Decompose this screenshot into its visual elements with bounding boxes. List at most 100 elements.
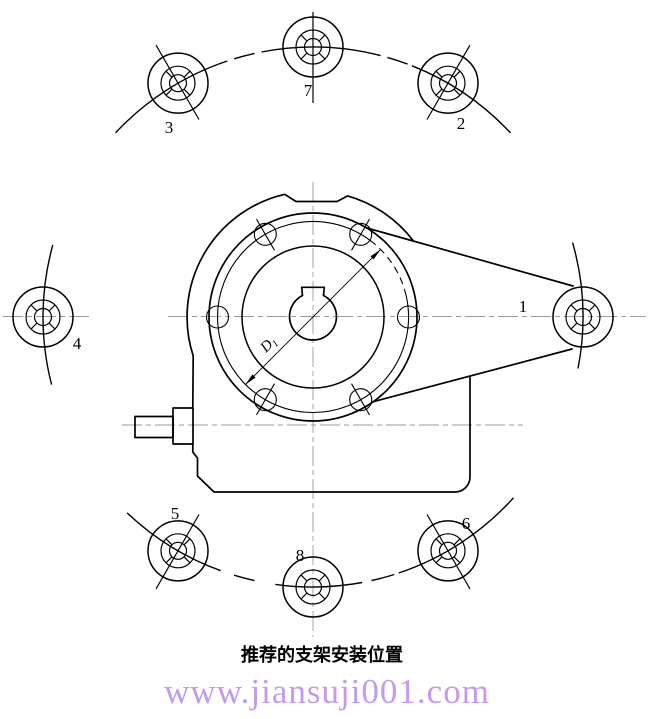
position-spoke [435, 88, 443, 96]
flange-face [205, 212, 421, 422]
dimension-arrow-upper [370, 249, 381, 260]
position-outer-circle [552, 286, 614, 348]
arc-through-position-3 [114, 60, 228, 134]
position-spoke [435, 70, 443, 78]
position-hub-circle [168, 541, 188, 560]
bolt-hole-left [205, 305, 230, 329]
position-spoke [48, 322, 56, 330]
position-spoke [183, 88, 191, 96]
arc-dash-5-8 [233, 574, 255, 582]
bolt-hole-bottom-right [349, 388, 373, 412]
dimension-arrow-lower [245, 374, 256, 385]
position-label-4: 4 [73, 334, 82, 353]
centerlines [3, 12, 646, 637]
arc-dash-7-3 [233, 52, 255, 60]
bolt-hole-top-right [349, 222, 373, 246]
position-spoke [318, 52, 326, 60]
position-spoke [318, 592, 326, 600]
position-middle-circle [430, 533, 466, 569]
position-spoke [183, 538, 191, 546]
position-label-5: 5 [171, 504, 180, 523]
position-hub-circle [168, 74, 188, 93]
position-spoke [300, 34, 308, 42]
bolt-circle-dashed [371, 241, 407, 296]
flange-outer-circle [208, 212, 418, 422]
position-hub-circle [303, 37, 323, 57]
position-spoke [183, 70, 191, 78]
position-spoke [570, 304, 578, 312]
position-spoke [30, 322, 38, 330]
position-hub-circle [438, 74, 458, 93]
bolt-hole-right [396, 305, 421, 329]
gearbox-body [134, 193, 574, 493]
position-spoke [300, 592, 308, 600]
position-outer-circle [417, 52, 479, 114]
bolt-hole-top-left [253, 222, 277, 246]
position-outer-circle [417, 520, 479, 582]
arc-through-position-1 [571, 242, 584, 369]
position-middle-circle [295, 569, 331, 605]
position-hub-circle [33, 307, 53, 327]
dimension-label: D1 [257, 333, 282, 358]
position-hub-circle [303, 577, 323, 597]
position-spoke [300, 574, 308, 582]
position-outer-circle [147, 52, 209, 114]
arc-dash-8-6 [371, 573, 395, 582]
bolt-hole-slash-top-left [256, 218, 275, 251]
position-middle-circle [565, 299, 601, 335]
position-middle-circle [430, 65, 466, 101]
mount-position-4: 4 [12, 286, 82, 353]
position-label-8: 8 [296, 546, 305, 565]
arm-lower-edge [371, 348, 573, 403]
position-spoke [588, 322, 596, 330]
position-middle-circle [25, 299, 61, 335]
position-spoke [165, 70, 173, 78]
mount-position-6: 6 [417, 514, 479, 582]
position-hub-circle [573, 307, 593, 327]
position-spoke [48, 304, 56, 312]
casing-outline [186, 193, 415, 409]
base-outline [191, 375, 471, 493]
position-label-7: 7 [304, 81, 313, 100]
arc-through-position-8 [275, 581, 363, 588]
position-spoke [165, 538, 173, 546]
position-middle-circle [160, 533, 196, 569]
position-outer-circle [282, 556, 344, 618]
position-label-6: 6 [462, 514, 471, 533]
position-spoke [453, 70, 461, 78]
position-outer-circle [282, 16, 344, 78]
arc-through-position-6 [398, 497, 515, 574]
position-middle-circle [295, 29, 331, 65]
position-spoke [453, 88, 461, 96]
position-spoke [318, 574, 326, 582]
arc-through-position-2 [411, 65, 512, 134]
bolt-hole-bottom-left [253, 388, 277, 412]
mount-positions: 1 2 3 4 5 6 7 8 [12, 16, 614, 618]
position-spoke [435, 538, 443, 546]
mount-position-2: 2 [417, 52, 479, 133]
shaft-bore-with-keyway [288, 286, 338, 341]
arm-upper-edge [366, 227, 574, 287]
position-middle-circle [160, 65, 196, 101]
arc-dash-2-7 [387, 56, 408, 65]
bolt-hole-slash-top-right [351, 218, 370, 251]
position-outer-circle [12, 286, 74, 348]
input-shaft-stub [134, 415, 174, 439]
position-hub-circle [438, 541, 458, 560]
position-label-3: 3 [165, 118, 174, 137]
position-spoke [453, 538, 461, 546]
mount-position-1: 1 [519, 286, 614, 348]
position-outer-circle [147, 520, 209, 582]
bolt-hole-slash-bottom-left [256, 383, 275, 416]
position-spoke [570, 322, 578, 330]
flange-inner-boss-circle [241, 245, 385, 389]
position-spoke [453, 556, 461, 564]
watermark-text: www.jiansuji001.com [164, 672, 490, 711]
mount-position-7: 7 [282, 16, 344, 100]
mount-position-3: 3 [147, 52, 209, 137]
bolt-hole-slash-bottom-right [351, 383, 370, 416]
mount-position-8: 8 [282, 546, 344, 618]
mount-position-5: 5 [147, 504, 209, 582]
